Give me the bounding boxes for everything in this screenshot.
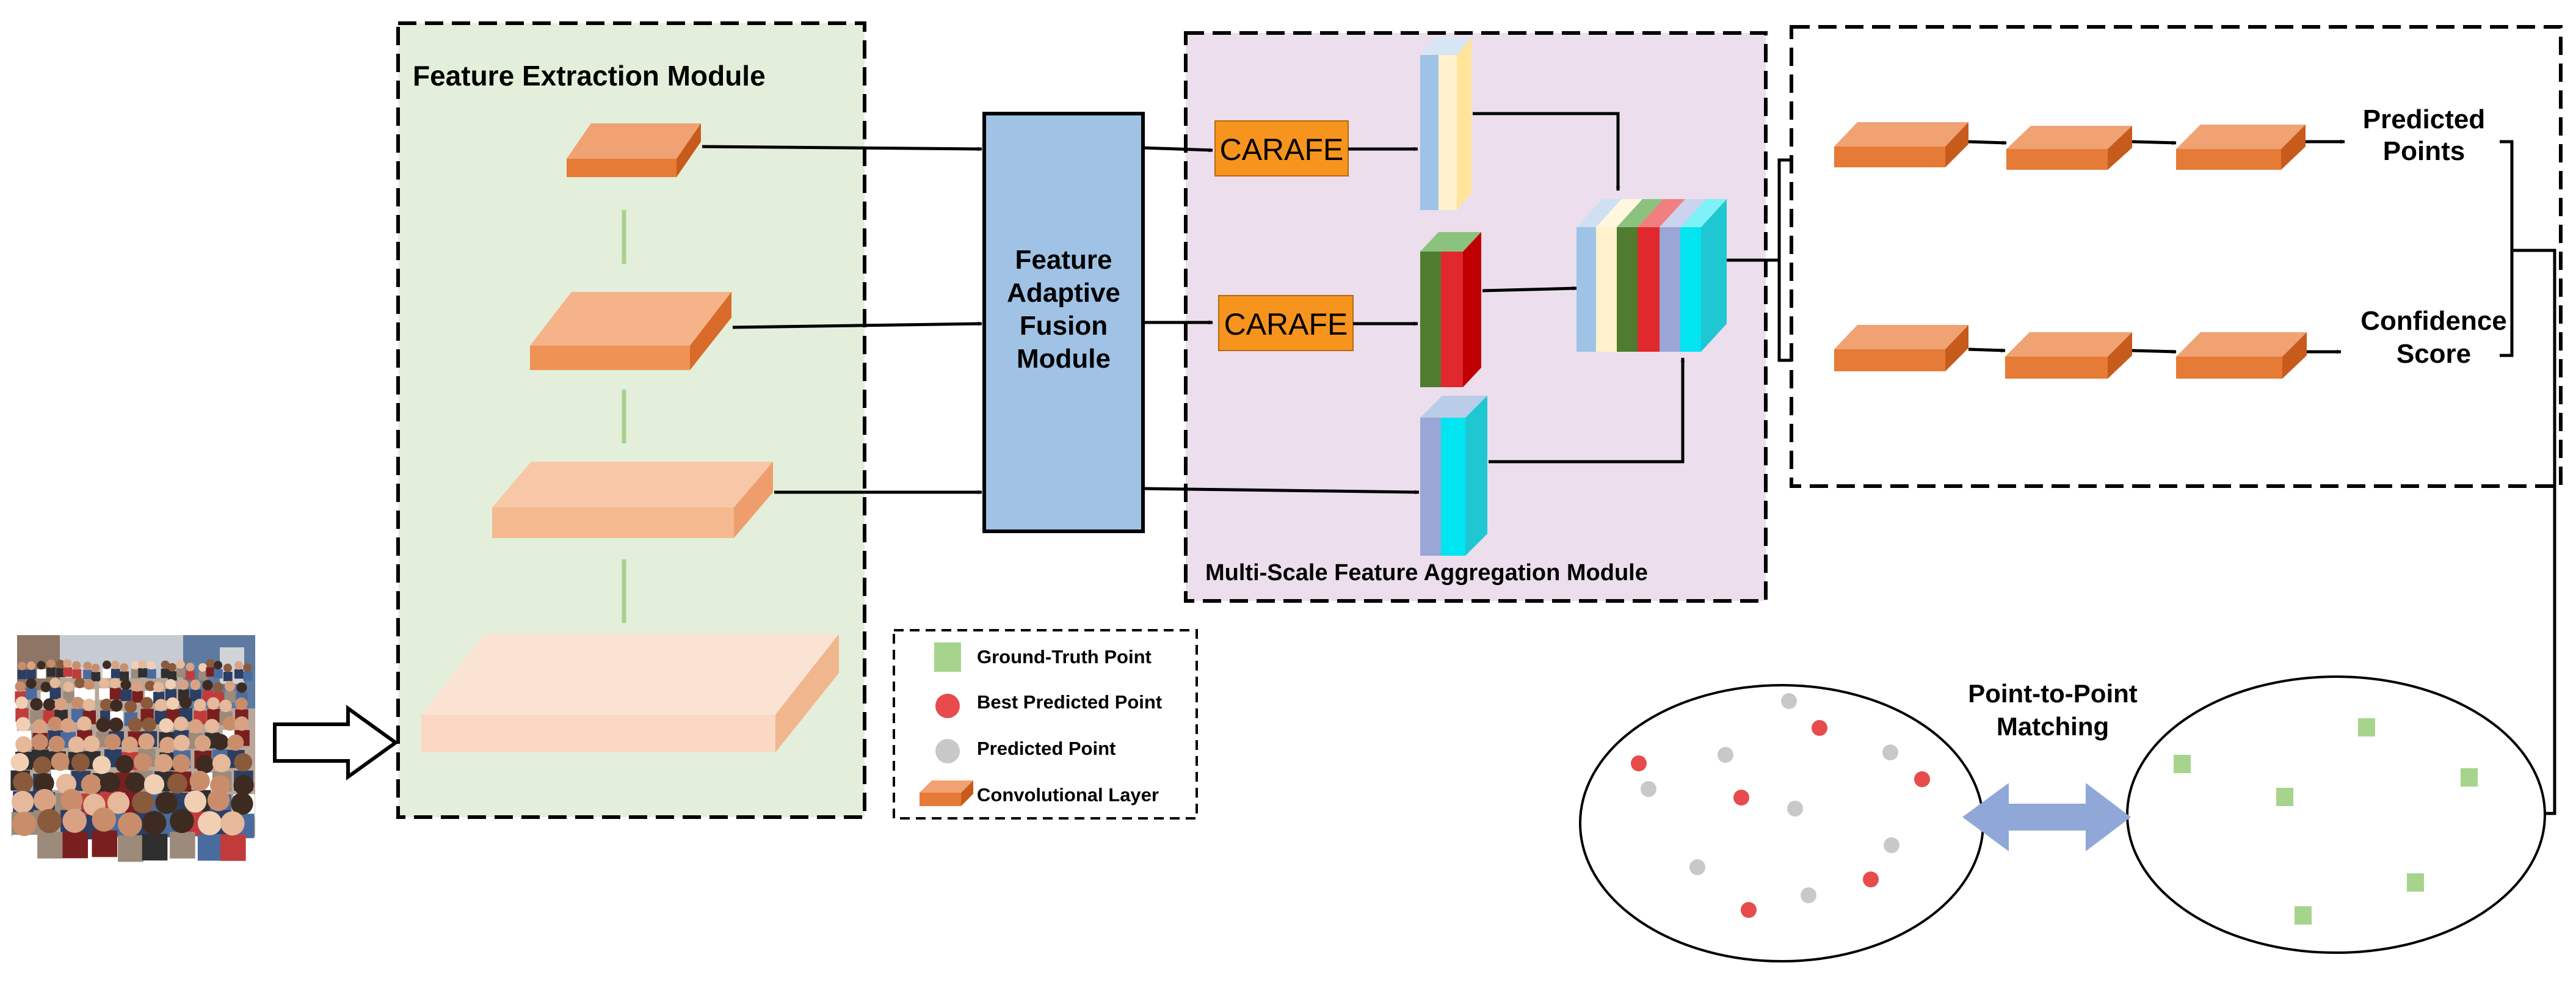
legend: Ground-Truth Point Best Predicted Point … — [893, 629, 1198, 820]
carafe-block-top: CARAFE — [1214, 120, 1349, 176]
input-arrow-icon — [273, 705, 399, 780]
aggregation-title: Multi-Scale Feature Aggregation Module — [1205, 560, 1648, 586]
carafe-block-middle: CARAFE — [1218, 295, 1354, 351]
legend-label-best-predicted: Best Predicted Point — [977, 691, 1162, 713]
predicted-points-line2: Points — [2383, 136, 2465, 166]
conv-layer-cls-3 — [2176, 332, 2307, 379]
conv-layer-reg-1 — [1834, 122, 1968, 167]
fusion-label-line2: Adaptive — [1007, 278, 1120, 308]
aggregated-feature-stack — [1576, 199, 1727, 352]
backbone-to-fusion-arrows — [702, 145, 982, 495]
conv-layer-reg-2 — [2006, 126, 2132, 170]
confidence-score-line2: Score — [2396, 339, 2471, 369]
classification-head: Confidence Score — [1834, 306, 2507, 379]
point-matching-section: Point-to-Point Matching — [1579, 675, 2546, 962]
ground-truth-ellipse — [2126, 675, 2546, 954]
feature-stack-top — [1420, 38, 1471, 210]
gray-dot-icon — [935, 739, 960, 763]
legend-label-ground-truth: Ground-Truth Point — [977, 646, 1152, 667]
green-square-icon — [934, 642, 961, 672]
backbone-layer-2 — [530, 292, 731, 370]
predicted-points — [1631, 693, 1930, 918]
conv-layer-cls-1 — [1834, 325, 1968, 371]
ground-truth-points — [2174, 718, 2478, 925]
feature-adaptive-fusion-module: Feature Adaptive Fusion Module — [982, 112, 1145, 533]
feature-stack-bottom — [1420, 396, 1487, 556]
feature-extraction-module: Feature Extraction Module — [396, 21, 866, 819]
conv-layer-cls-2 — [2005, 332, 2132, 379]
feature-stack-middle — [1420, 232, 1481, 387]
conv-layer-reg-3 — [2176, 125, 2306, 170]
red-dot-icon — [935, 694, 960, 718]
input-crowd-image — [10, 635, 255, 862]
prediction-heads-module: Predicted Points Confidence — [1790, 25, 2563, 488]
fusion-label-line1: Feature — [1015, 245, 1112, 275]
orange-block-icon — [920, 780, 973, 806]
legend-label-predicted: Predicted Point — [977, 738, 1116, 759]
matching-label-line1: Point-to-Point — [1968, 679, 2138, 708]
predicted-points-line1: Predicted — [2363, 104, 2486, 134]
feature-extraction-title: Feature Extraction Module — [413, 60, 766, 92]
carafe-label-top: CARAFE — [1220, 133, 1344, 167]
regression-head: Predicted Points — [1834, 104, 2485, 170]
confidence-score-line1: Confidence — [2360, 306, 2507, 336]
backbone-layer-3 — [492, 462, 773, 538]
predicted-points-ellipse — [1579, 684, 1984, 962]
backbone-layer-4 — [421, 634, 839, 752]
multi-scale-aggregation-module: Multi-Scale Feature Aggregation Module C… — [1142, 31, 1768, 603]
fusion-label-line3: Fusion — [1020, 311, 1108, 341]
bidirectional-matching-arrow-icon — [1962, 783, 2131, 851]
legend-label-conv-layer: Convolutional Layer — [977, 784, 1159, 806]
backbone-layer-1 — [567, 123, 701, 177]
fusion-label-line4: Module — [1017, 344, 1111, 374]
carafe-label-middle: CARAFE — [1224, 307, 1348, 341]
matching-label-line2: Matching — [1997, 712, 2109, 741]
